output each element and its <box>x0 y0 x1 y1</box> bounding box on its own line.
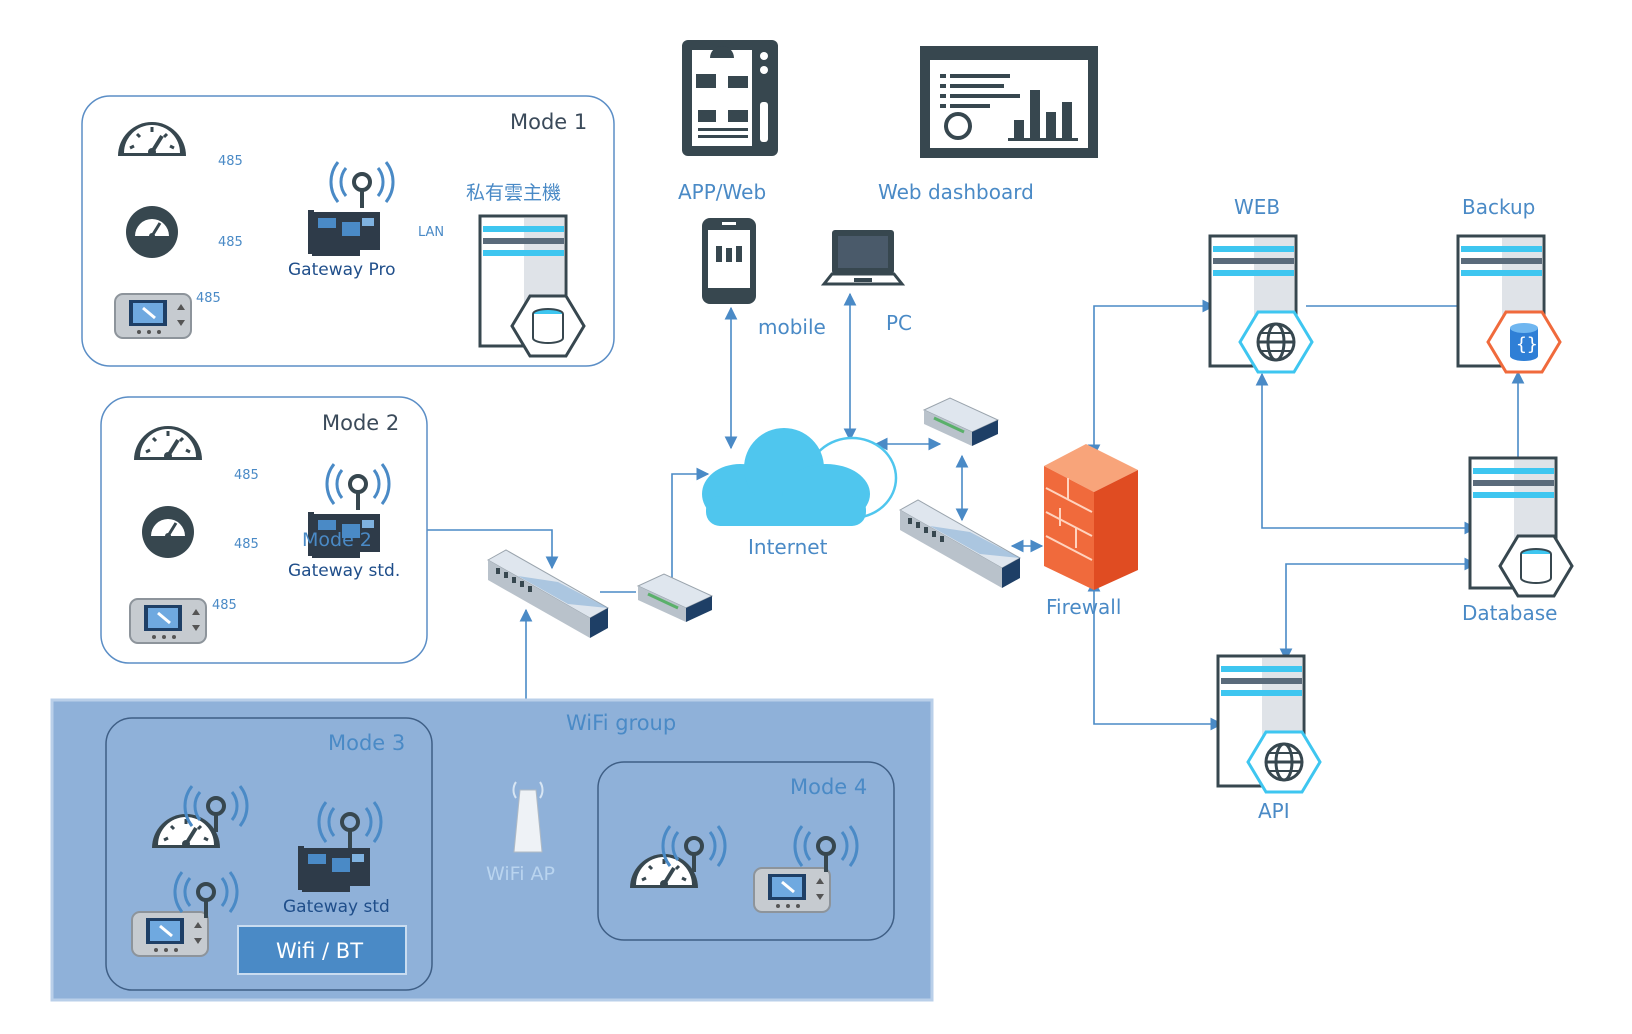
database-cylinder-icon <box>1520 548 1552 584</box>
mode1-panel: Mode 1 485 485 485 Gateway Pro LAN 私有雲主機 <box>81 95 615 367</box>
gateway-overlay-label: Mode 2 <box>302 529 372 551</box>
database-cylinder-icon <box>532 308 564 344</box>
mode2-panel: Mode 2 485 485 485 Mode 2 Gateway std. <box>100 396 428 664</box>
gateway-std-wifi-label: Gateway std <box>283 897 390 917</box>
gateway-board-icon <box>308 210 380 256</box>
api-server-label: API <box>1258 799 1290 823</box>
wifi-ap-label: WiFi AP <box>486 863 555 885</box>
database-server-label: Database <box>1462 601 1557 625</box>
link-label-485: 485 <box>234 468 259 483</box>
thermostat-icon <box>130 910 210 958</box>
wifi-ap-icon <box>512 781 544 853</box>
cloud-icon <box>702 428 898 526</box>
globe-icon <box>1238 310 1314 374</box>
mobile-phone-icon <box>702 218 756 304</box>
network-switch-icon <box>487 549 609 639</box>
gateway-board-icon <box>298 846 370 892</box>
dashboard-icon <box>920 46 1098 158</box>
web-server-label: WEB <box>1234 195 1280 219</box>
router-icon <box>636 572 714 624</box>
link-label-485: 485 <box>196 291 221 306</box>
mode3-panel <box>105 717 433 991</box>
thermostat-icon <box>113 292 193 340</box>
laptop-icon <box>820 230 906 286</box>
firewall-label: Firewall <box>1046 595 1121 619</box>
link-label-485: 485 <box>218 235 243 250</box>
pc-label: PC <box>886 311 912 335</box>
tablet-app-icon <box>682 40 778 156</box>
mobile-label: mobile <box>758 315 826 339</box>
mode2-title: Mode 2 <box>322 411 399 435</box>
mode4-panel <box>597 761 895 941</box>
mode3-title: Mode 3 <box>328 731 405 755</box>
thermostat-icon <box>752 866 832 914</box>
link-label-485: 485 <box>218 154 243 169</box>
backup-server-label: Backup <box>1462 195 1535 219</box>
router-icon <box>922 396 1000 448</box>
wifi-group-title: WiFi group <box>566 711 676 735</box>
app-web-label: APP/Web <box>678 180 766 204</box>
mode1-title: Mode 1 <box>510 110 587 134</box>
mode4-title: Mode 4 <box>790 775 867 799</box>
private-cloud-label: 私有雲主機 <box>466 182 561 204</box>
internet-label: Internet <box>748 535 828 559</box>
gateway-std-label: Gateway std. <box>288 561 400 581</box>
code-braces-icon: {} <box>1486 310 1562 374</box>
globe-icon <box>1246 730 1322 794</box>
link-label-485: 485 <box>212 598 237 613</box>
svg-text:{}: {} <box>1516 334 1538 355</box>
dial-meter-icon <box>140 504 196 560</box>
wifi-bt-button[interactable] <box>237 925 407 975</box>
dial-meter-icon <box>124 204 180 260</box>
wifi-group-panel: WiFi group Mode 3 Gateway std Wifi / BT … <box>50 698 934 1002</box>
firewall-icon <box>1044 444 1138 590</box>
gateway-pro-label: Gateway Pro <box>288 260 395 280</box>
link-label-485: 485 <box>234 537 259 552</box>
web-dashboard-label: Web dashboard <box>878 180 1034 204</box>
network-switch-icon <box>899 499 1021 589</box>
thermostat-icon <box>128 597 208 645</box>
lan-label: LAN <box>418 225 444 240</box>
wifi-bt-button-label: Wifi / BT <box>276 939 363 963</box>
